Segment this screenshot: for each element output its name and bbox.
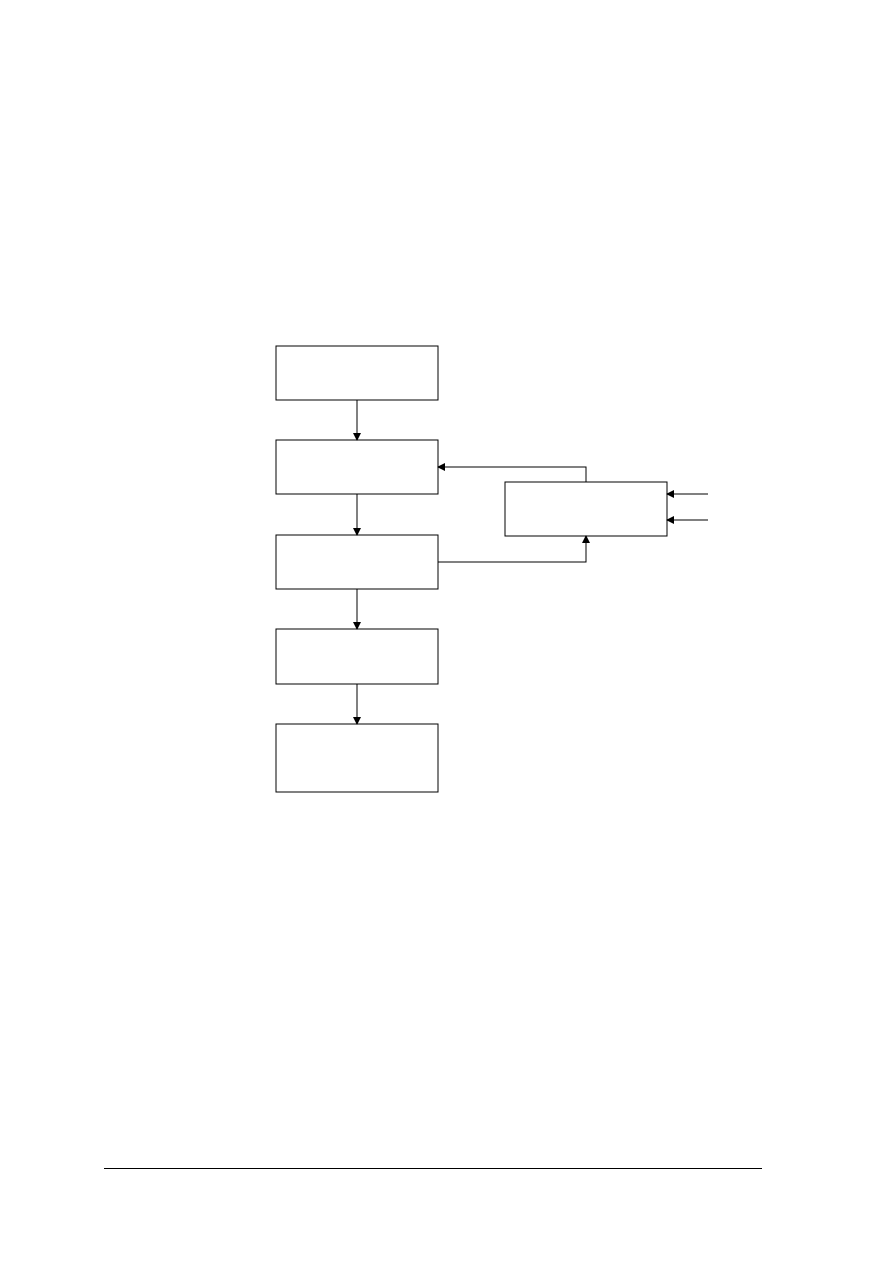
box-3 xyxy=(275,534,439,590)
side-box xyxy=(504,481,668,537)
arrow-box3-to-side-box xyxy=(438,535,590,563)
box-4 xyxy=(275,628,439,685)
box-2 xyxy=(275,439,439,495)
box-5 xyxy=(275,723,439,793)
footer-rule xyxy=(104,1168,762,1169)
box-1 xyxy=(275,345,439,401)
arrow-side-box-to-box2 xyxy=(437,463,587,482)
